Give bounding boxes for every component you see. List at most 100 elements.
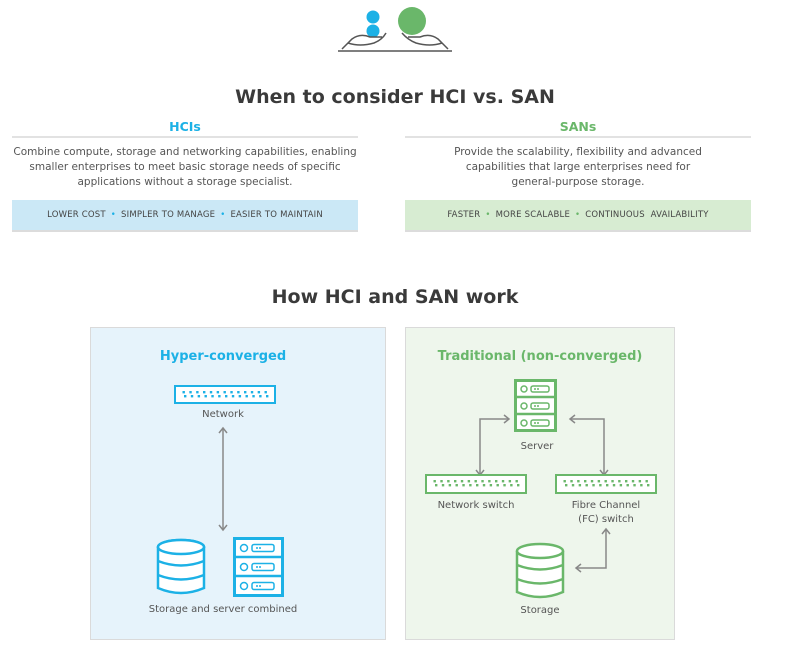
bidirectional-arrow-icon [218,426,228,532]
port-dot [508,480,512,483]
port-dot [488,480,491,483]
port-dot [244,391,247,394]
server-label: Server [520,441,554,452]
port-dot [625,480,628,483]
port-dot [515,480,518,483]
fc-switch-label-line2: (FC) switch [578,514,634,525]
port-dot [482,484,486,487]
port-dot [590,480,594,483]
port-dot [495,480,498,483]
port-dot [433,480,436,483]
port-dot [435,484,438,487]
port-dot [238,395,242,398]
port-dot [211,395,214,398]
network-switch-icon [174,385,276,404]
port-dot [203,391,206,394]
port-dot [441,484,445,487]
port-dot [599,484,602,487]
port-dot [455,484,458,487]
comparison-title: When to consider HCI vs. SAN [235,86,555,108]
port-dot [197,395,201,398]
port-dot [604,480,607,483]
port-dot [577,480,580,483]
hci-benefit: LOWER COST [47,210,106,220]
port-dot [204,395,207,398]
port-dot [476,484,479,487]
port-dot [474,480,477,483]
san-benefits-band: FASTER • MORE SCALABLE • CONTINUOUS AVAILABI… [405,200,751,232]
port-dot [645,480,648,483]
port-dot [190,395,194,398]
bullet-separator: • [485,210,491,220]
port-dot [619,484,623,487]
port-dot [231,395,235,398]
database-storage-icon [156,538,206,595]
port-dot [462,484,465,487]
port-dot [611,480,614,483]
port-dot [638,480,642,483]
server-fc-arrow-icon [568,414,609,477]
port-dot [447,480,450,483]
hci-heading: HCIs [169,119,201,134]
port-dot [266,395,269,398]
network-label: Network [202,409,244,420]
port-dot [565,484,568,487]
san-benefit: MORE SCALABLE [495,210,571,220]
san-divider [405,136,751,138]
hci-benefit: SIMPLER TO MANAGE [121,210,216,220]
port-dot [618,480,621,483]
port-dot [570,480,573,483]
port-dot [612,484,616,487]
port-dot [245,395,248,398]
port-dot [454,480,457,483]
port-dot [264,391,267,394]
port-dot [584,480,587,483]
server-rack-icon [514,379,557,432]
port-dot [237,391,240,394]
port-dot [631,480,635,483]
hci-divider [12,136,358,138]
hci-benefits-band: LOWER COST•SIMPLER TO MANAGE•EASIER TO M… [12,200,358,232]
san-heading: SANs [559,119,597,134]
port-dot [252,395,255,398]
network-switch-icon [425,474,527,494]
port-dot [182,391,185,394]
port-dot [585,484,588,487]
database-storage-icon [515,542,565,599]
server-network-arrow-icon [475,414,511,477]
port-dot [571,484,575,487]
port-dot [467,480,471,483]
port-dot [510,484,513,487]
port-dot [633,484,636,487]
traditional-panel: Traditional (non-converged) Server Netwo… [405,327,675,640]
port-dot [460,480,464,483]
port-dot [481,480,484,483]
port-dot [225,395,228,398]
storage-fc-arrow-icon [574,527,611,573]
bullet-separator: • [575,210,581,220]
san-benefit: FASTER [447,210,481,220]
port-dot [189,391,192,394]
storage-server-combined-label: Storage and server combined [148,604,298,615]
port-dot [640,484,643,487]
port-dot [230,391,233,394]
hci-description: Combine compute, storage and networking … [13,146,357,188]
port-dot [196,391,199,394]
port-dot [503,484,506,487]
port-dot [592,484,595,487]
hci-benefit: EASIER TO MAINTAIN [230,210,323,220]
san-description-text: Provide the scalability, flexibility and… [454,146,702,188]
bullet-separator: • [110,210,117,220]
port-dot [257,391,261,394]
port-dot [469,484,472,487]
port-dot [496,484,499,487]
port-dot [597,480,601,483]
port-dot [216,391,220,394]
how-title: How HCI and SAN work [271,286,519,308]
port-dot [626,484,629,487]
port-dot [517,484,520,487]
san-benefit: CONTINUOUS AVAILABILITY [585,210,709,220]
port-dot [563,480,566,483]
server-rack-icon [233,537,284,597]
port-dot [184,395,187,398]
